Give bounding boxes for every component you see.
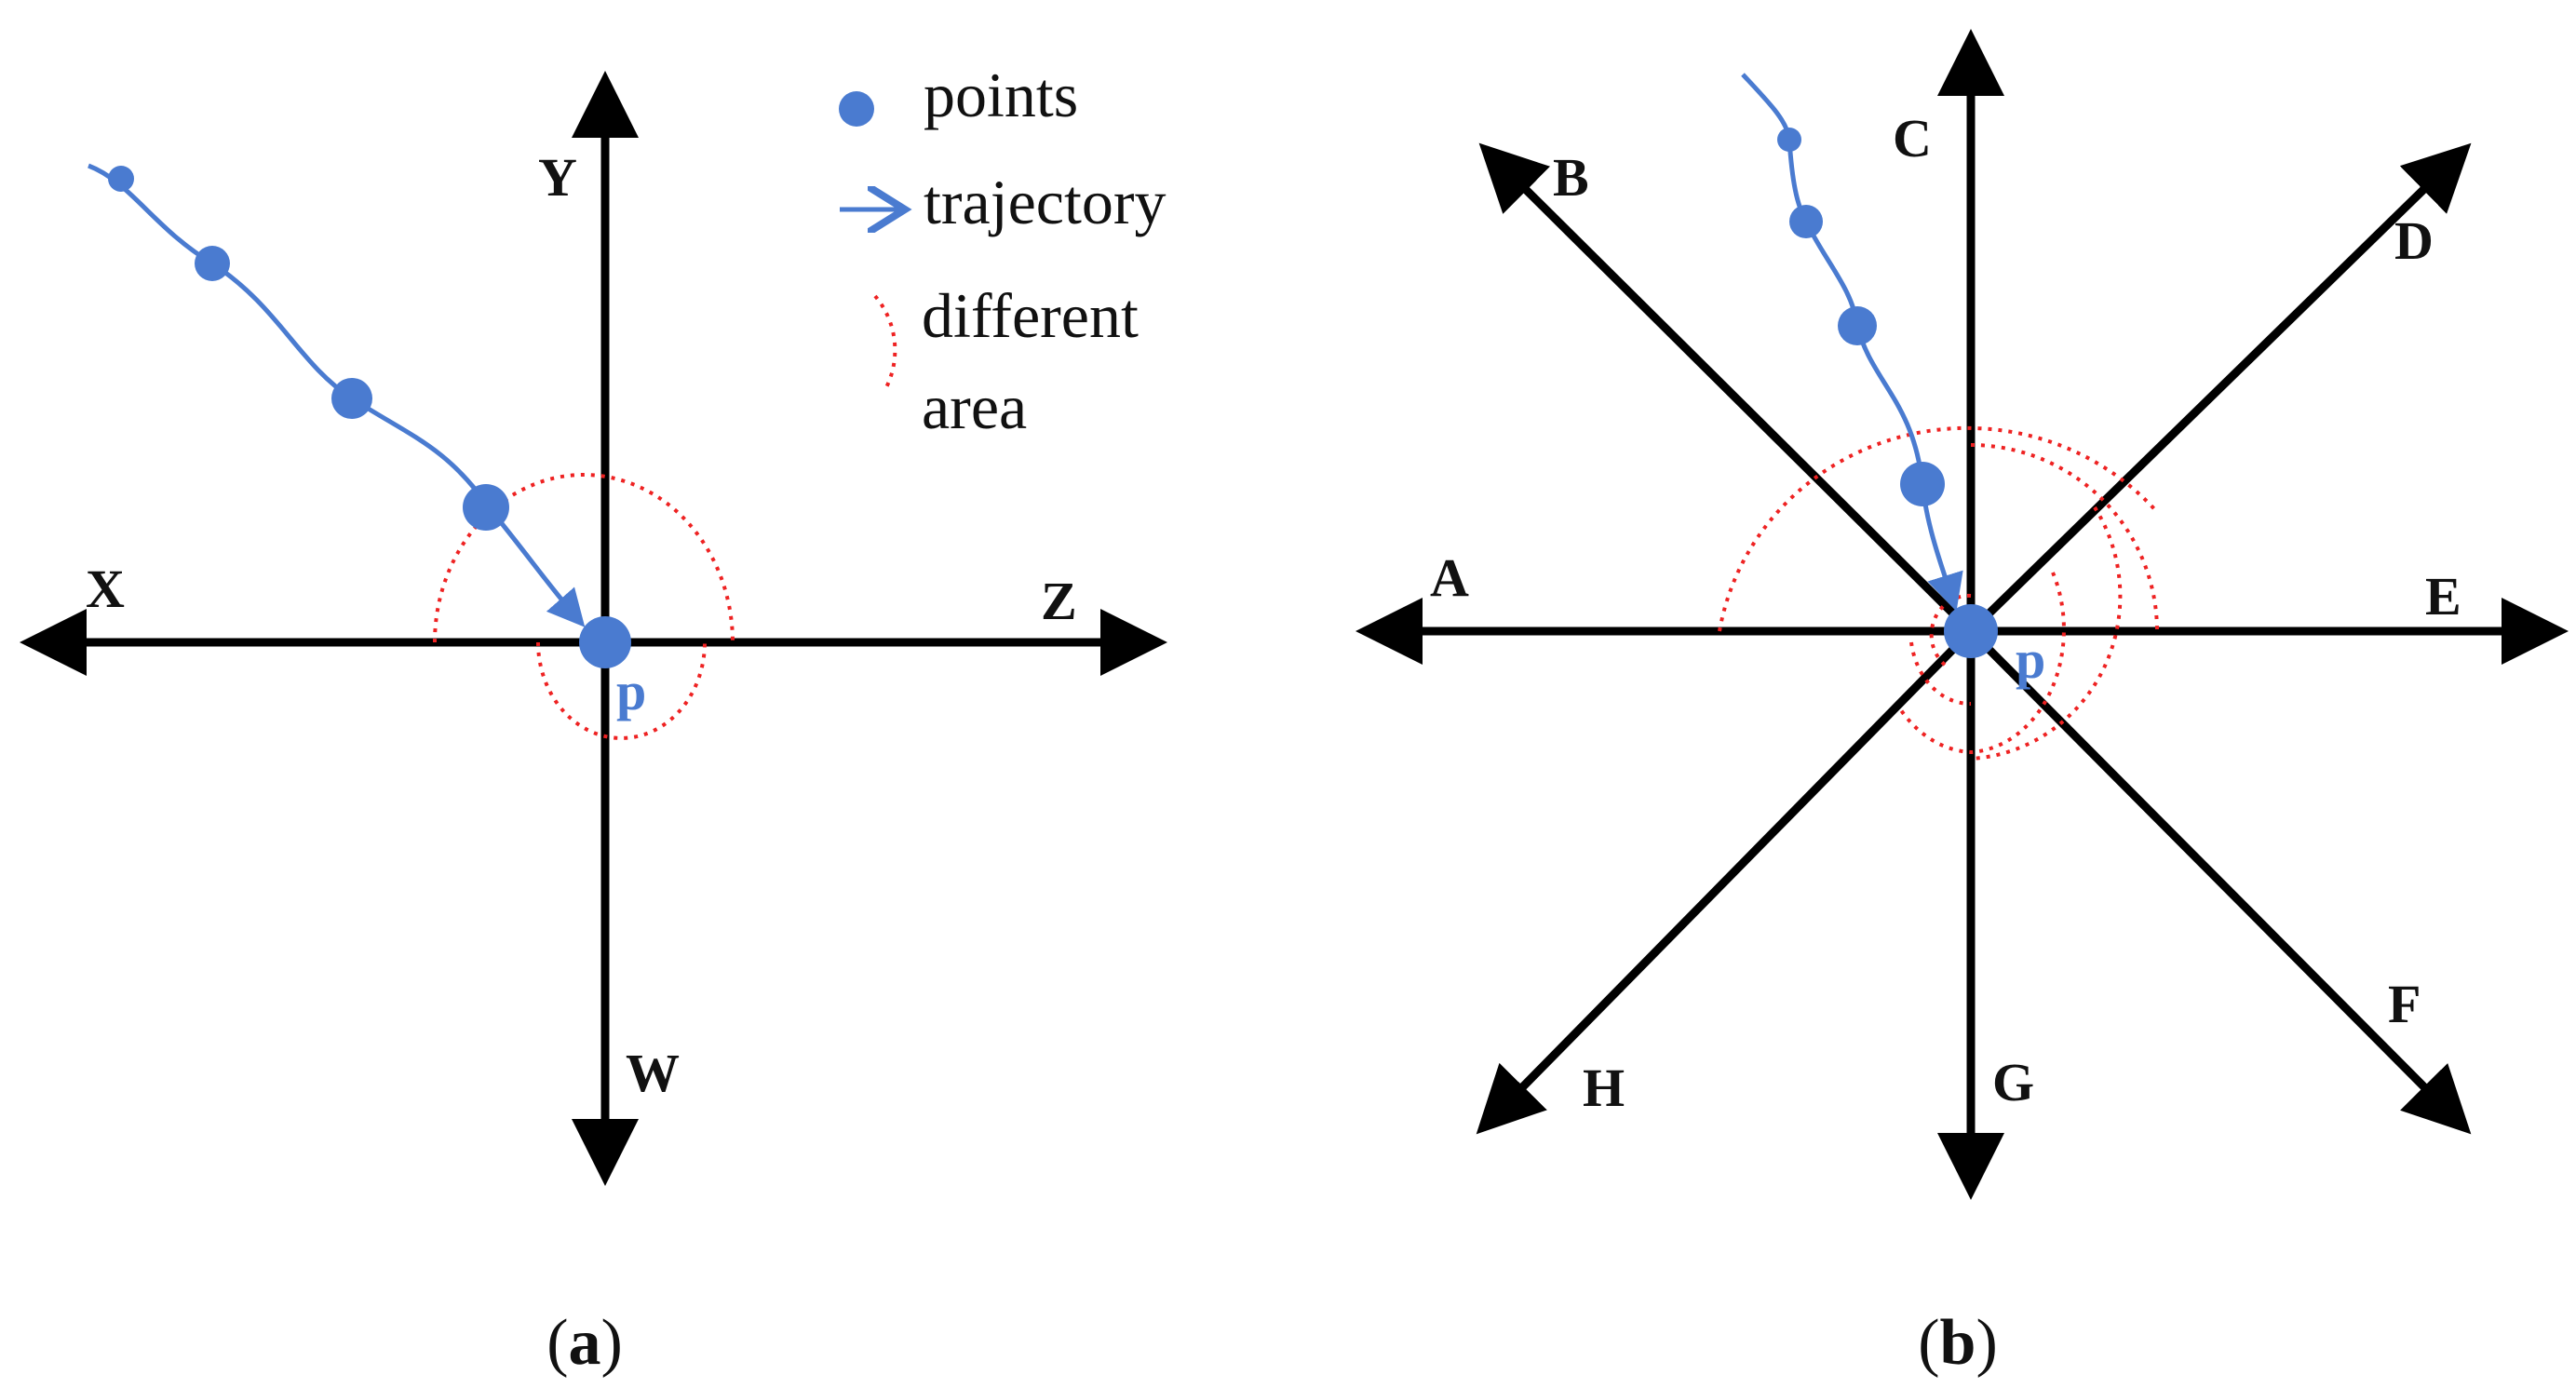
area-arc-3 <box>1970 505 2123 761</box>
legend-area-label-line1: different <box>922 280 1139 351</box>
point-p-a <box>579 616 631 668</box>
caption-b-close: ) <box>1976 1307 1997 1379</box>
axis-label-y: Y <box>538 147 577 208</box>
trajectory-point <box>1900 462 1945 506</box>
panel-a: Y X Z W p <box>20 71 1167 1186</box>
axis-label-c: C <box>1893 108 1932 168</box>
axis-label-x: X <box>86 559 125 619</box>
area-arc-outer <box>433 473 735 643</box>
panel-a-areas <box>433 473 735 740</box>
axis-line-d <box>1967 142 2472 635</box>
axis-line-h <box>1476 627 1975 1135</box>
axis-label-e: E <box>2425 566 2461 627</box>
area-arc-5 <box>1909 641 1972 707</box>
axis-line-f <box>1967 627 2472 1135</box>
panel-a-axes <box>20 71 1167 1186</box>
legend: points trajectory different area <box>839 60 1167 442</box>
trajectory-point <box>1789 205 1823 238</box>
area-arc-inner <box>536 641 707 740</box>
axis-label-w: W <box>626 1043 680 1103</box>
axis-label-g: G <box>1992 1052 2034 1112</box>
legend-trajectory-label: trajectory <box>924 167 1167 237</box>
panel-b-axes <box>1355 29 2569 1200</box>
trajectory-point <box>108 166 134 192</box>
panel-b: A B C D E F G H p <box>1355 29 2569 1200</box>
legend-point-marker <box>839 91 874 127</box>
axis-label-z: Z <box>1041 571 1077 631</box>
point-label-p-a: p <box>616 661 646 721</box>
axis-line-b <box>1478 142 1975 635</box>
point-label-p-b: p <box>2016 629 2045 690</box>
caption-b-letter: b <box>1940 1307 1976 1379</box>
legend-points-label: points <box>924 60 1078 130</box>
trajectory-point <box>195 246 230 281</box>
trajectory-point <box>331 378 372 419</box>
caption-a-open: ( <box>546 1307 568 1379</box>
area-arc-2 <box>1970 443 2159 632</box>
axis-label-h: H <box>1583 1058 1625 1118</box>
legend-area-label-line2: area <box>922 371 1027 442</box>
axis-label-f: F <box>2388 974 2421 1034</box>
axis-label-d: D <box>2394 210 2434 271</box>
trajectory-point <box>1777 128 1801 152</box>
trajectory-point <box>463 484 509 531</box>
axis-label-b: B <box>1553 147 1589 208</box>
trajectory-point <box>1838 306 1877 345</box>
caption-a-close: ) <box>601 1307 623 1379</box>
point-p-b <box>1944 604 1998 658</box>
panel-a-points <box>108 166 631 668</box>
caption-a: (a) <box>546 1307 623 1379</box>
panel-b-points <box>1777 128 1998 658</box>
caption-b-open: ( <box>1918 1307 1939 1379</box>
caption-b: (b) <box>1918 1307 1998 1379</box>
axis-label-a: A <box>1430 547 1469 608</box>
area-arc-1 <box>1718 425 2159 632</box>
caption-a-letter: a <box>569 1307 601 1379</box>
legend-area-marker <box>873 294 897 392</box>
area-arc-4 <box>1897 572 2066 755</box>
